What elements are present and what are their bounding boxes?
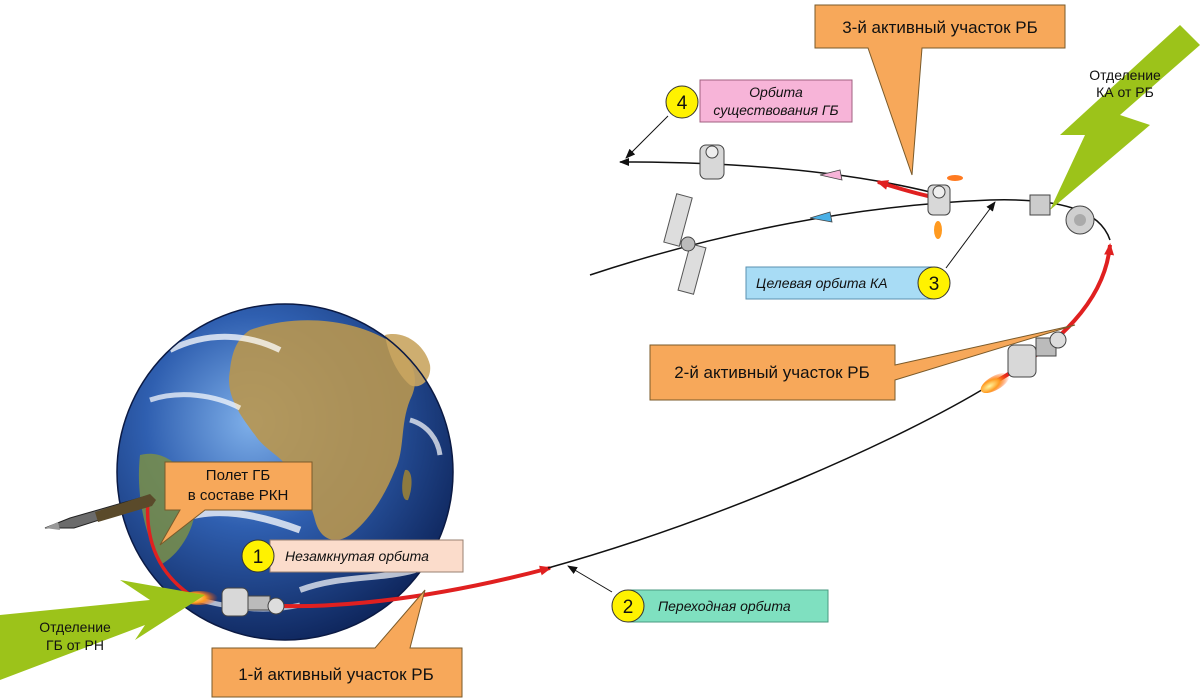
orbit-3-pointer <box>945 201 996 269</box>
transfer-orbit-line <box>547 384 991 569</box>
launch-trajectory-red <box>145 499 196 600</box>
callout-active-3-text: 3-й активный участок РБ <box>842 18 1038 37</box>
payload-satellite-icon <box>1029 194 1095 235</box>
solar-panel-satellite-icon <box>663 193 707 295</box>
callout-flight-in-lv-line2: в составе РКН <box>188 487 289 504</box>
callout-active-1: 1-й активный участок РБ <box>211 589 463 698</box>
orbit-4-number: 4 <box>677 93 688 114</box>
green-arrow-lv-separation <box>0 580 205 680</box>
sep-from-lv-line2: ГБ от РН <box>46 637 104 653</box>
callout-flight-in-lv: Полет ГБ в составе РКН <box>159 461 313 546</box>
callout-active-2-text: 2-й активный участок РБ <box>674 363 870 382</box>
orbit-1-number: 1 <box>253 547 264 568</box>
spent-stage-icon <box>699 144 725 180</box>
orbit-4-name-line2: существования ГБ <box>713 102 838 118</box>
madagascar-landmass <box>402 469 412 501</box>
callout-active-3: 3-й активный участок РБ <box>814 4 1066 176</box>
fairing-blue-icon <box>809 211 833 223</box>
disposal-orbit-line <box>619 158 931 193</box>
orbit-label-4: 4 Орбита существования ГБ <box>625 79 853 159</box>
rocket-icon <box>44 494 156 530</box>
callout-flight-in-lv-line1: Полет ГБ <box>206 467 271 484</box>
orbit-label-3: 3 Целевая орбита КА <box>745 201 996 300</box>
orbit-2-pointer <box>567 565 613 593</box>
green-arrow-sc-separation <box>1050 25 1200 210</box>
upper-stage-icon-2 <box>980 331 1067 394</box>
fairing-pink-icon <box>819 169 843 181</box>
sep-sc-line1: Отделение <box>1089 67 1161 83</box>
orbit-label-2: 2 Переходная орбита <box>567 565 829 623</box>
orbit-1-name: Незамкнутая орбита <box>285 548 429 564</box>
callout-active-1-text: 1-й активный участок РБ <box>238 665 434 684</box>
orbit-2-number: 2 <box>623 597 634 618</box>
orbit-label-1: 1 Незамкнутая орбита <box>241 539 464 573</box>
africa-landmass <box>229 320 415 540</box>
sep-from-lv-line1: Отделение <box>39 619 111 635</box>
orbit-4-name-line1: Орбита <box>749 84 803 100</box>
orbit-3-name: Целевая орбита КА <box>756 275 888 291</box>
callout-active-2: 2-й активный участок РБ <box>649 324 1076 401</box>
orbit-3-number: 3 <box>929 274 940 295</box>
third-burn-red <box>876 180 929 198</box>
upper-stage-icon-3 <box>927 175 963 239</box>
orbit-2-name: Переходная орбита <box>658 598 791 614</box>
sep-sc-line2: КА от РБ <box>1096 84 1154 100</box>
orbit-4-pointer <box>625 115 669 159</box>
